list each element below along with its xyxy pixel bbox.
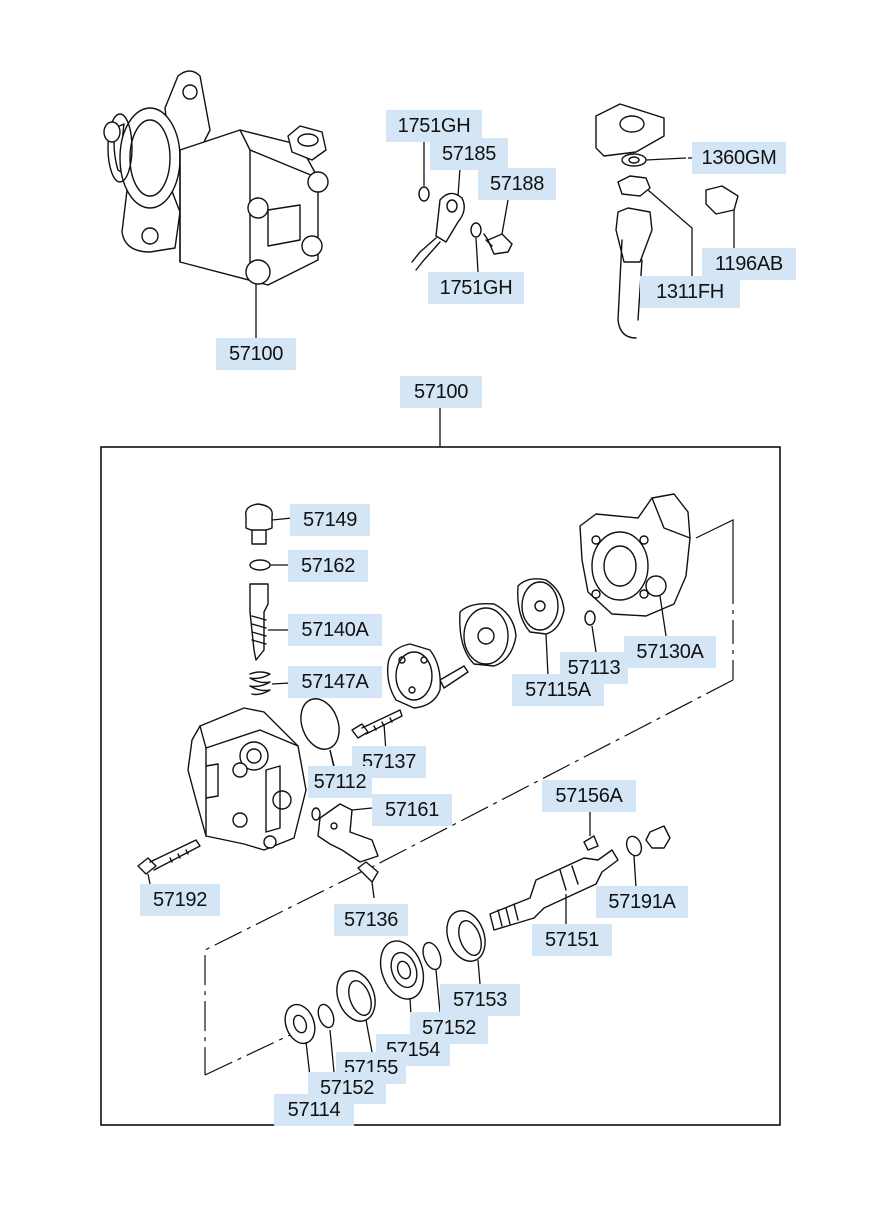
label-1751GH-upper[interactable]: 1751GH xyxy=(386,110,482,142)
label-57191A[interactable]: 57191A xyxy=(596,886,688,918)
label-57153[interactable]: 57153 xyxy=(440,984,520,1016)
label-57130A[interactable]: 57130A xyxy=(624,636,716,668)
shaft-57151-drawing xyxy=(489,812,671,931)
label-57192[interactable]: 57192 xyxy=(140,884,220,916)
label-57112[interactable]: 57112 xyxy=(308,766,372,798)
label-57156A[interactable]: 57156A xyxy=(542,780,636,812)
label-1196AB[interactable]: 1196AB xyxy=(702,248,796,280)
label-57114[interactable]: 57114 xyxy=(274,1094,354,1126)
front-housing-drawing xyxy=(187,707,307,851)
screw-57136-drawing xyxy=(357,861,379,883)
flow-control-valve-stack xyxy=(245,503,293,696)
label-57136[interactable]: 57136 xyxy=(334,904,408,936)
rear-housing-drawing xyxy=(579,493,691,637)
bolt-57192-drawing xyxy=(137,839,201,885)
rotor-cam-drawing xyxy=(386,578,597,709)
eye-bolt-drawing xyxy=(411,140,513,273)
gasket-drawing xyxy=(300,698,340,750)
label-57188[interactable]: 57188 xyxy=(478,168,556,200)
hose-fitting-drawing xyxy=(595,103,739,339)
label-57100-box[interactable]: 57100 xyxy=(400,376,482,408)
label-57151[interactable]: 57151 xyxy=(532,924,612,956)
bolt-57137-drawing xyxy=(351,709,403,753)
fitting-57161-drawing xyxy=(311,803,379,863)
label-57162[interactable]: 57162 xyxy=(288,550,368,582)
pump-assembly-drawing xyxy=(103,70,329,338)
label-57185[interactable]: 57185 xyxy=(430,138,508,170)
label-57115A[interactable]: 57115A xyxy=(512,674,604,706)
label-57140A[interactable]: 57140A xyxy=(288,614,382,646)
label-57147A[interactable]: 57147A xyxy=(288,666,382,698)
exploded-view-frame xyxy=(100,446,781,1126)
alignment-lines xyxy=(204,519,734,1076)
bearing-clip-stack-drawing xyxy=(284,910,486,1095)
label-57149[interactable]: 57149 xyxy=(290,504,370,536)
label-1751GH-lower[interactable]: 1751GH xyxy=(428,272,524,304)
label-1311FH[interactable]: 1311FH xyxy=(640,276,740,308)
label-1360GM[interactable]: 1360GM xyxy=(692,142,786,174)
label-57100-top[interactable]: 57100 xyxy=(216,338,296,370)
label-57161[interactable]: 57161 xyxy=(372,794,452,826)
